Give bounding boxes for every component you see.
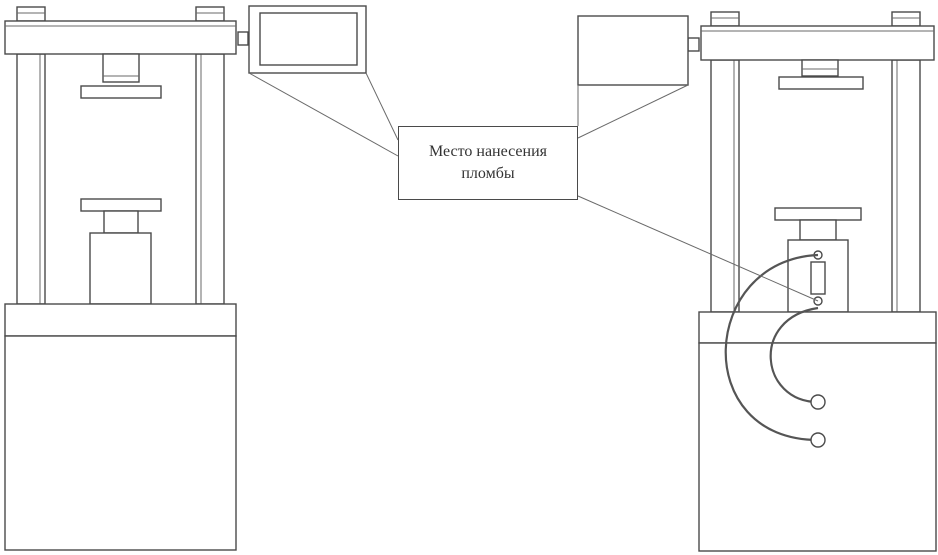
leader-lines xyxy=(248,72,819,302)
right-base-top xyxy=(698,311,937,344)
left-upper-platen-stem xyxy=(102,53,140,83)
right-seal-window xyxy=(810,261,826,295)
right-upper-platen xyxy=(778,76,864,90)
right-top-nut-left xyxy=(710,11,740,27)
right-cable-port-upper xyxy=(810,394,826,410)
right-lower-platen xyxy=(774,207,862,221)
right-column-right xyxy=(891,59,921,313)
right-cable-port-lower xyxy=(810,432,826,448)
left-piston xyxy=(89,232,152,305)
left-lower-platen-stem xyxy=(103,210,139,234)
left-column-right xyxy=(195,53,225,305)
right-cable-outer xyxy=(724,253,819,442)
right-press xyxy=(687,11,937,552)
right-upper-platen-stem xyxy=(801,59,839,77)
right-lower-platen-stem xyxy=(799,219,837,241)
left-base-top xyxy=(4,303,237,337)
left-top-nut-left xyxy=(16,6,46,22)
left-base xyxy=(4,335,237,551)
left-lower-platen xyxy=(80,198,162,212)
callout-line-1: Место нанесения xyxy=(428,143,547,160)
leader-right-box xyxy=(577,84,689,139)
right-column-left xyxy=(710,59,740,313)
left-upper-platen xyxy=(80,85,162,99)
seal-location-callout: Место нанесения пломбы xyxy=(398,126,578,200)
right-cable-inner xyxy=(769,306,819,404)
leader-right-seal xyxy=(577,195,819,302)
leader-left-top xyxy=(365,72,399,141)
left-column-left xyxy=(16,53,46,305)
left-control-box xyxy=(248,5,367,74)
callout-line-2: пломбы xyxy=(461,165,515,182)
left-connector xyxy=(237,31,249,46)
leader-left-bottom xyxy=(248,72,399,157)
right-control-box xyxy=(577,15,689,86)
right-top-nut-right xyxy=(891,11,921,27)
right-connector xyxy=(687,37,700,52)
left-top-nut-right xyxy=(195,6,225,22)
left-press xyxy=(4,6,249,551)
left-control-screen xyxy=(259,12,358,66)
